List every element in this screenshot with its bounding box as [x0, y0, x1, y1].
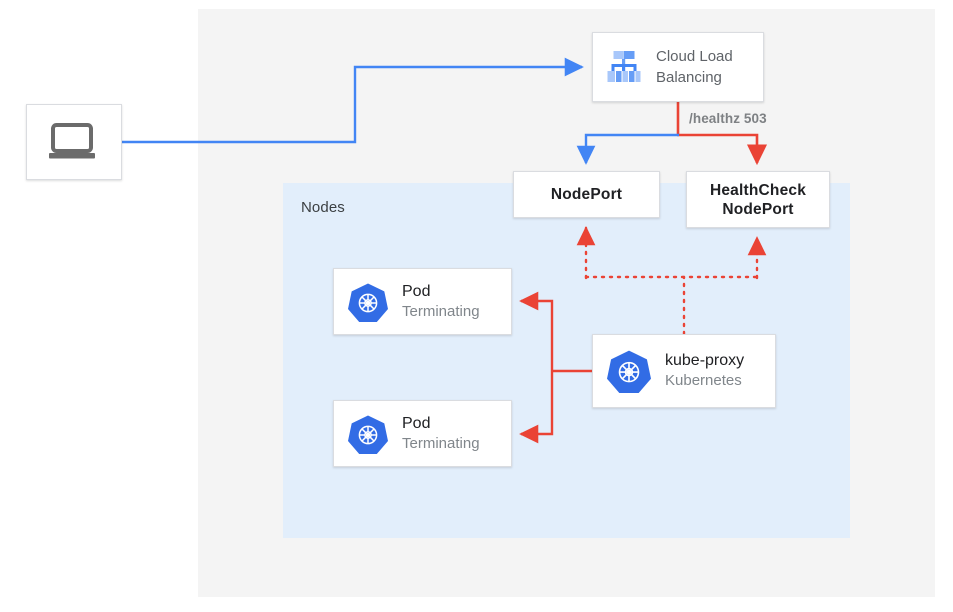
kubernetes-icon	[607, 350, 651, 393]
laptop-icon	[49, 123, 95, 159]
healthcheck-nodeport-label-line1: HealthCheck	[709, 181, 807, 199]
nodeport-label: NodePort	[550, 186, 623, 203]
kube-proxy-title: kube-proxy	[665, 352, 745, 369]
cloud-load-balancing-label-line2: Balancing	[656, 69, 722, 86]
kubernetes-icon	[348, 415, 388, 454]
kube-proxy-node[interactable]: kube-proxy Kubernetes	[592, 334, 776, 408]
healthcheck-nodeport-label-line2: NodePort	[722, 200, 794, 218]
cloud-load-balancing-icon	[607, 51, 641, 82]
pod-status-2: Terminating	[402, 434, 480, 452]
pod-title-2: Pod	[402, 414, 431, 432]
healthcheck-nodeport-node[interactable]: HealthCheck NodePort	[686, 171, 830, 228]
pod-label-2: Pod Terminating	[402, 414, 480, 454]
pod-title-1: Pod	[402, 282, 431, 300]
cloud-load-balancing-label-line1: Cloud Load	[656, 48, 733, 65]
kube-proxy-subtitle: Kubernetes	[665, 372, 742, 389]
cloud-load-balancing-label: Cloud Load Balancing	[656, 46, 733, 88]
healthcheck-nodeport-label: HealthCheck NodePort	[710, 181, 806, 219]
pod-node-1[interactable]: Pod Terminating	[333, 268, 512, 335]
pod-label-1: Pod Terminating	[402, 282, 480, 322]
healthz-edge-label: /healthz 503	[689, 111, 767, 126]
nodes-region-label: Nodes	[301, 199, 345, 216]
pod-node-2[interactable]: Pod Terminating	[333, 400, 512, 467]
pod-status-1: Terminating	[402, 302, 480, 320]
cloud-load-balancing-node[interactable]: Cloud Load Balancing	[592, 32, 764, 102]
nodeport-node[interactable]: NodePort	[513, 171, 660, 218]
kubernetes-icon	[348, 283, 388, 322]
client-node[interactable]	[26, 104, 122, 180]
kube-proxy-label: kube-proxy Kubernetes	[665, 351, 744, 391]
